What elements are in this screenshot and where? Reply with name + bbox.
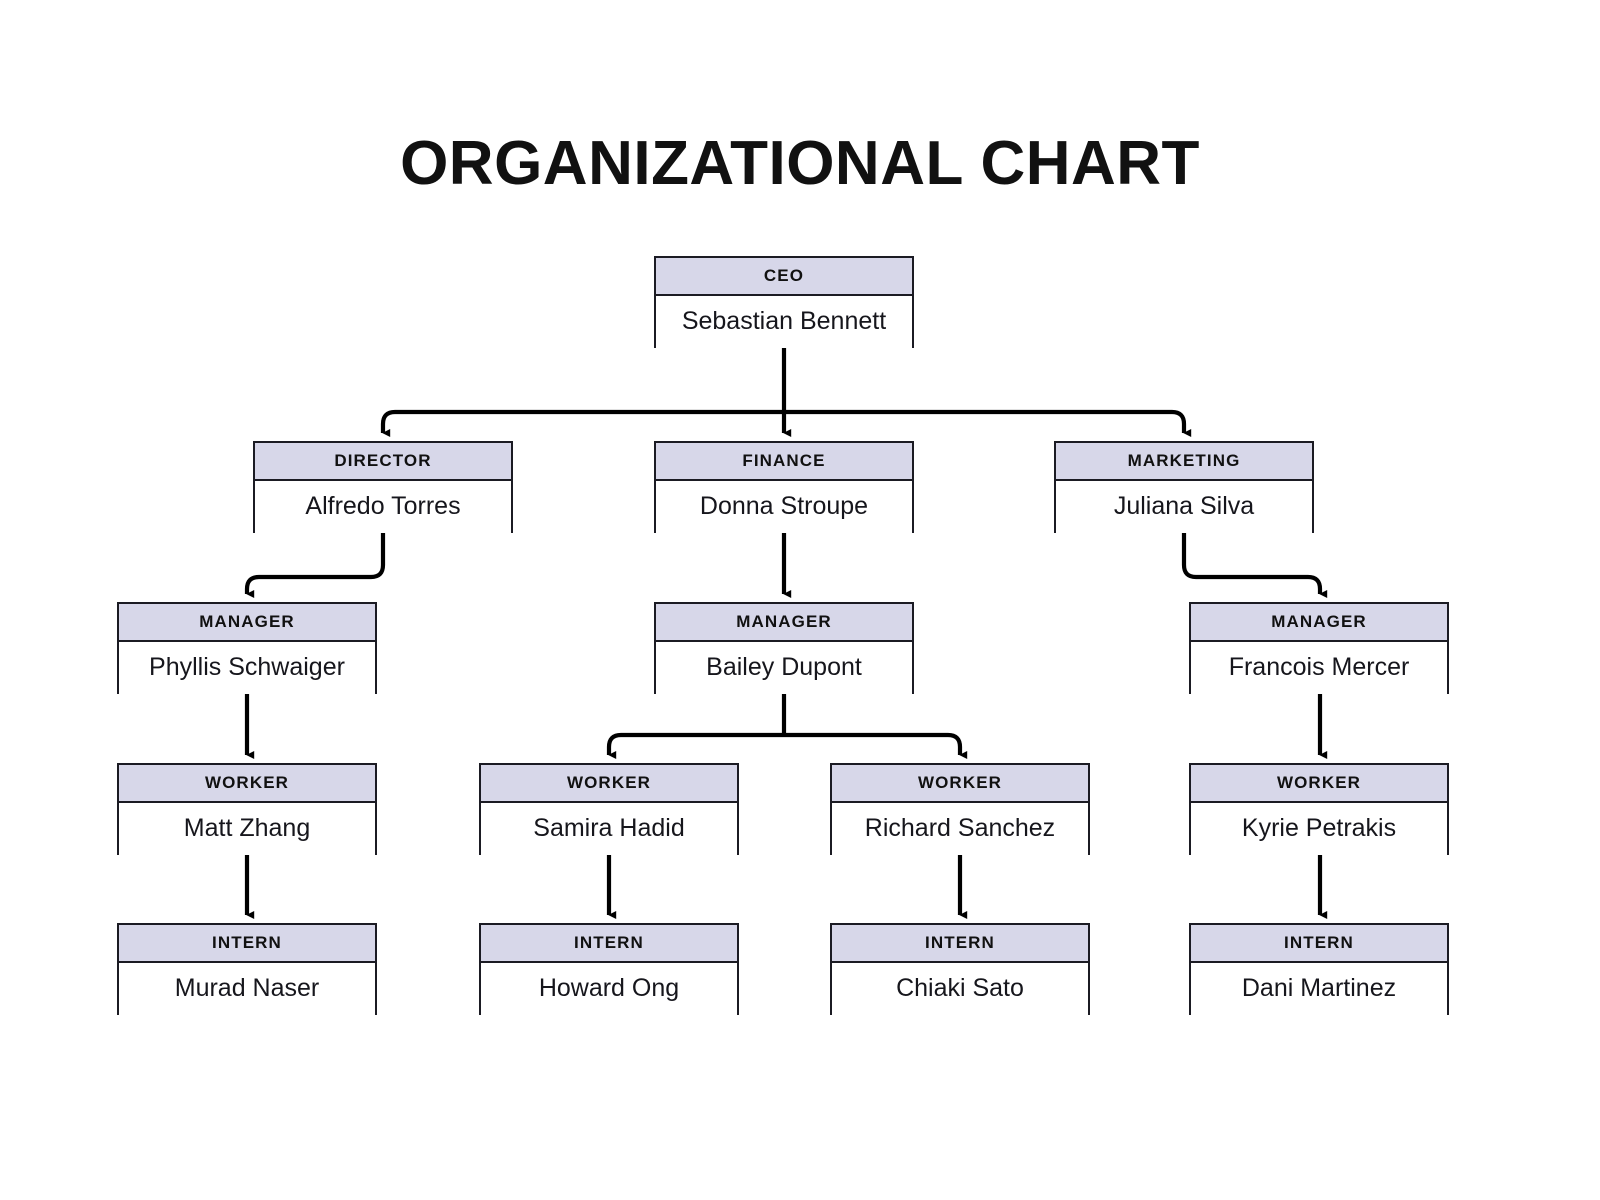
- org-node-role: FINANCE: [656, 443, 912, 481]
- org-node-name: Richard Sanchez: [832, 803, 1088, 855]
- org-node-name: Phyllis Schwaiger: [119, 642, 375, 694]
- org-node-role: WORKER: [832, 765, 1088, 803]
- org-node-name: Chiaki Sato: [832, 963, 1088, 1015]
- org-node-role: INTERN: [1191, 925, 1447, 963]
- edge-director-manager1: [244, 533, 386, 599]
- org-node-role: MARKETING: [1056, 443, 1312, 481]
- org-node-name: Francois Mercer: [1191, 642, 1447, 694]
- org-node-role: WORKER: [481, 765, 737, 803]
- edge-ceo-director: [380, 409, 784, 438]
- org-node-role: MANAGER: [1191, 604, 1447, 642]
- org-node-role: MANAGER: [656, 604, 912, 642]
- org-node-name: Donna Stroupe: [656, 481, 912, 533]
- org-node-role: INTERN: [832, 925, 1088, 963]
- org-node-role: MANAGER: [119, 604, 375, 642]
- org-node-role: WORKER: [119, 765, 375, 803]
- org-node-name: Howard Ong: [481, 963, 737, 1015]
- org-node-name: Kyrie Petrakis: [1191, 803, 1447, 855]
- org-node-name: Samira Hadid: [481, 803, 737, 855]
- org-node-role: DIRECTOR: [255, 443, 511, 481]
- org-node-name: Juliana Silva: [1056, 481, 1312, 533]
- org-node-name: Matt Zhang: [119, 803, 375, 855]
- org-node-name: Sebastian Bennett: [656, 296, 912, 348]
- edge-manager2-worker3: [784, 732, 968, 760]
- org-node-name: Alfredo Torres: [255, 481, 511, 533]
- org-node-name: Bailey Dupont: [656, 642, 912, 694]
- org-node-name: Murad Naser: [119, 963, 375, 1015]
- org-node-role: WORKER: [1191, 765, 1447, 803]
- org-node-name: Dani Martinez: [1191, 963, 1447, 1015]
- edge-marketing-manager3: [1181, 533, 1328, 599]
- org-node-role: INTERN: [119, 925, 375, 963]
- edge-ceo-marketing: [784, 409, 1192, 438]
- org-node-role: CEO: [656, 258, 912, 296]
- org-node-role: INTERN: [481, 925, 737, 963]
- page-title: ORGANIZATIONAL CHART: [400, 129, 1200, 198]
- edge-manager2-worker2: [606, 732, 784, 760]
